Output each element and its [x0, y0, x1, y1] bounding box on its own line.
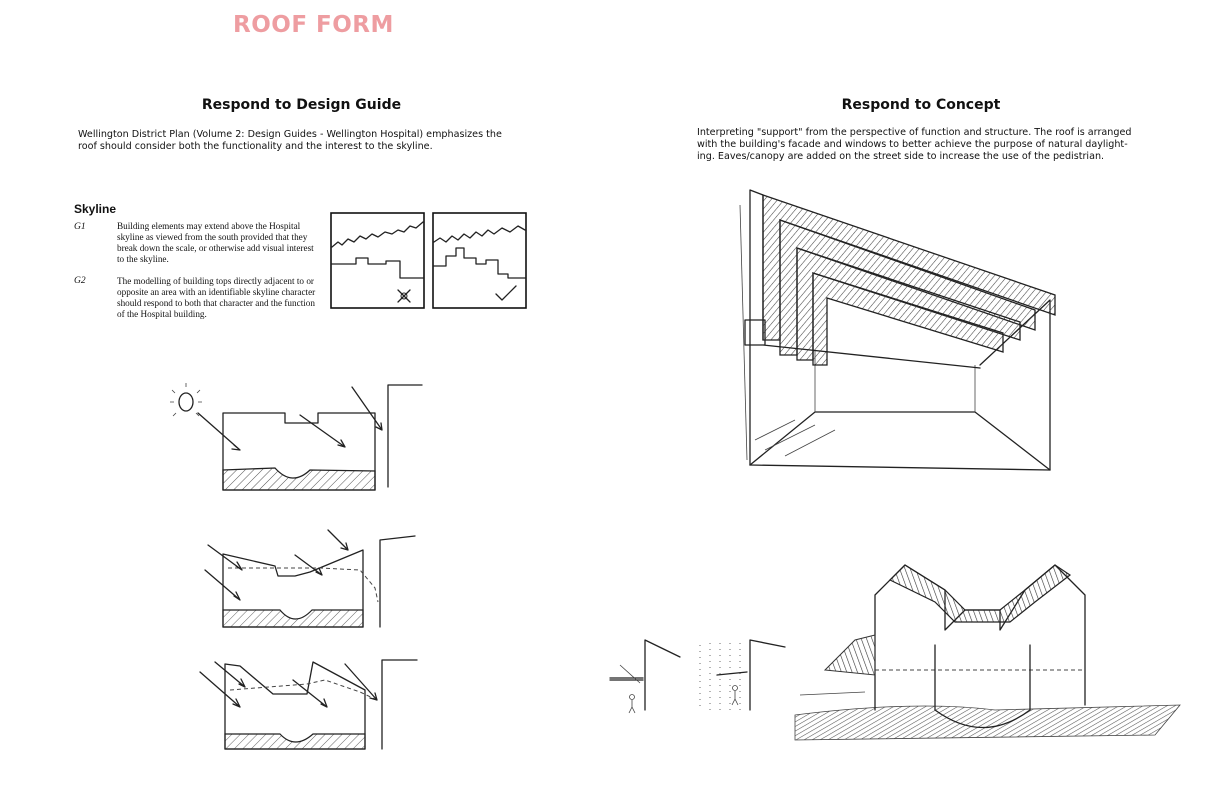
guideline-line: should respond to both that character an…: [117, 298, 315, 308]
paragraph-line: ing. Eaves/canopy are added on the stree…: [697, 151, 1105, 162]
concept-paragraph: Interpreting "support" from the perspect…: [697, 127, 1167, 163]
guideline-label-g2: G2: [74, 276, 86, 286]
guideline-line: break down the scale, or otherwise add v…: [117, 243, 314, 253]
section-sketch-2: [204, 529, 416, 628]
pedestrian-sketches: [609, 639, 786, 714]
facade-window-sketch: [699, 639, 786, 711]
massing-sketch: [794, 564, 1181, 741]
roof-perspective-sketch: [739, 189, 1056, 471]
paragraph-line: roof should consider both the functional…: [78, 141, 433, 152]
section-sketch-1: [170, 383, 423, 491]
guideline-line: The modelling of building tops directly …: [117, 276, 314, 286]
guideline-label-g1: G1: [74, 222, 86, 232]
paragraph-line: Wellington District Plan (Volume 2: Desi…: [78, 129, 502, 140]
paragraph-line: with the building's facade and windows t…: [697, 139, 1128, 150]
canopy-sketch: [609, 639, 681, 714]
skyline-diagram-correct: [432, 212, 527, 309]
skyline-heading: Skyline: [74, 202, 117, 216]
guideline-line: skyline as viewed from the south provide…: [117, 232, 308, 242]
guideline-line: of the Hospital building.: [117, 309, 207, 319]
skyline-diagram-incorrect: [330, 212, 425, 309]
concept-heading: Respond to Concept: [841, 97, 1001, 113]
skyline-diagrams: [330, 212, 527, 309]
design-guide-heading: Respond to Design Guide: [201, 97, 402, 113]
guideline-text-g1: Building elements may extend above the H…: [117, 221, 317, 265]
guideline-line: opposite an area with an identifiable sk…: [117, 287, 316, 297]
page-title: ROOF FORM: [233, 12, 394, 38]
paragraph-line: Interpreting "support" from the perspect…: [697, 127, 1132, 138]
sun-icon: [170, 383, 202, 417]
guideline-line: Building elements may extend above the H…: [117, 221, 301, 231]
design-guide-paragraph: Wellington District Plan (Volume 2: Desi…: [78, 129, 528, 153]
guideline-line: to the skyline.: [117, 254, 169, 264]
guideline-text-g2: The modelling of building tops directly …: [117, 276, 317, 320]
section-sketch-3: [199, 659, 418, 750]
